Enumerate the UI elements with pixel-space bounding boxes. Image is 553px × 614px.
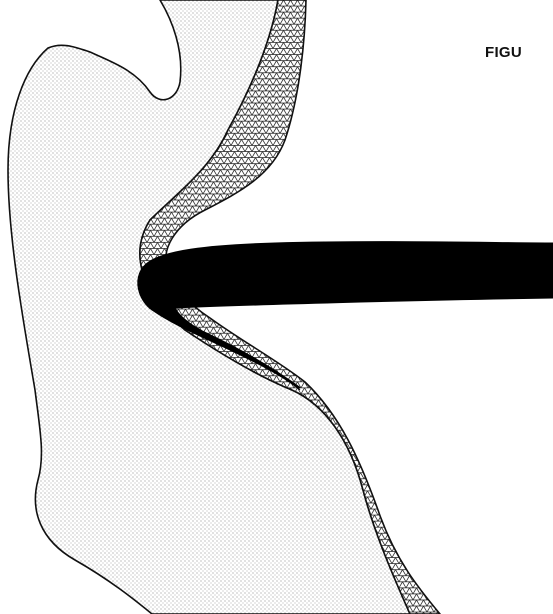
figure-label: FIGU	[485, 44, 522, 61]
